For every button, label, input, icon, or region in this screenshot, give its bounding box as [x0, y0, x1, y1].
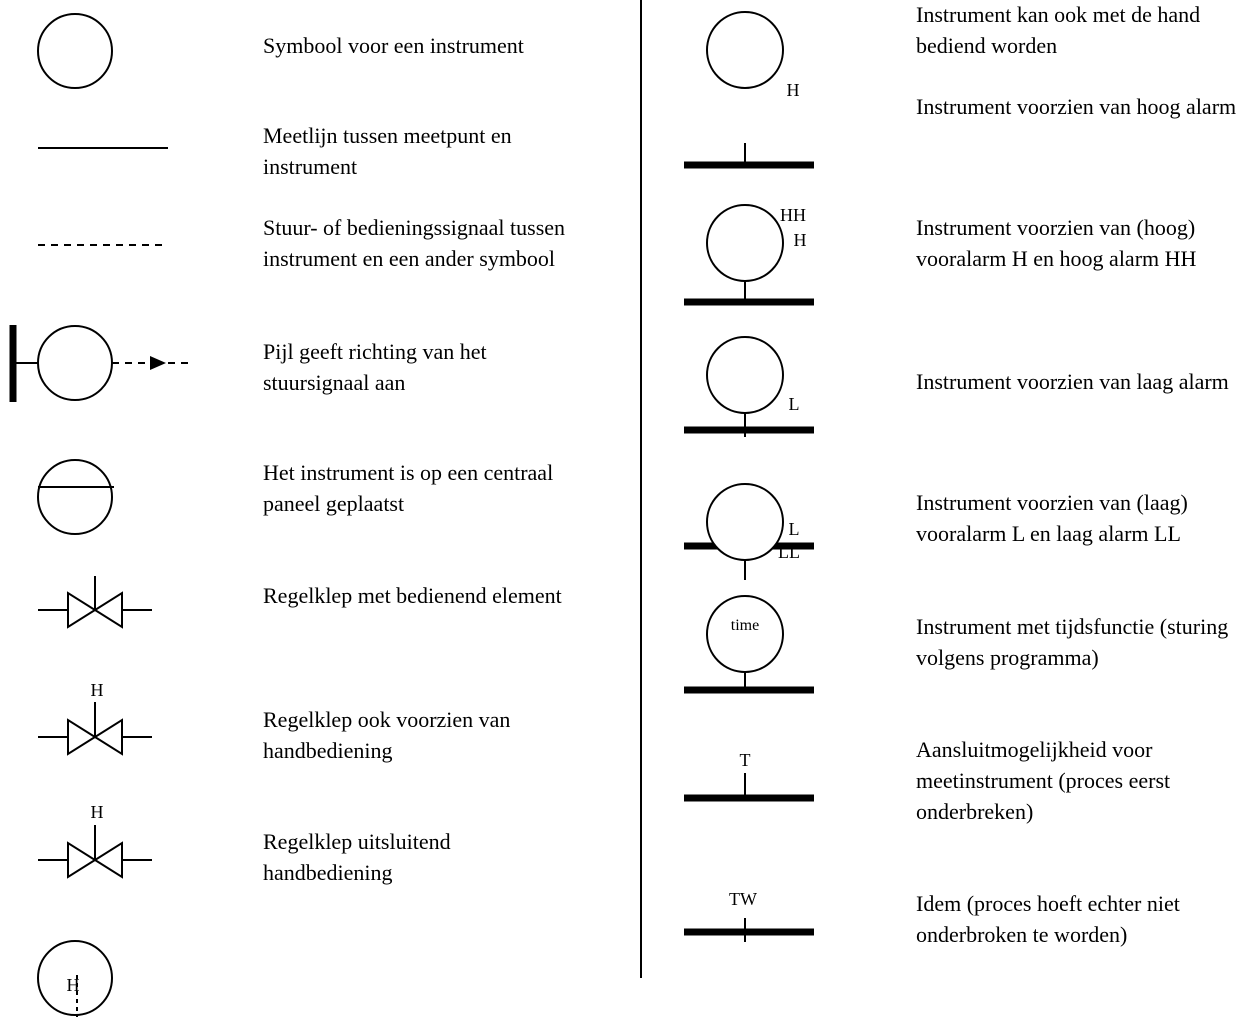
- description-low-alarm: Instrument voorzien van laag alarm: [916, 369, 1229, 394]
- description-time-function: Instrument met tijdsfunctie (sturing vol…: [916, 614, 1229, 670]
- control-valve-manual-only-symbol: H: [38, 802, 152, 879]
- description-high-alarm: Instrument voorzien van hoog alarm: [916, 94, 1237, 119]
- hand-instrument-label: H: [67, 975, 80, 995]
- description-panel-mounted: Het instrument is op een centraal paneel…: [263, 460, 554, 516]
- control-valve-manual-symbol: H: [38, 680, 152, 756]
- instrument-time-function-symbol: time: [684, 595, 814, 694]
- test-well-connection-symbol: TW: [684, 889, 814, 942]
- panel-mounted-instrument-symbol: [37, 459, 114, 535]
- instrument-high-alarm-symbol: [684, 143, 814, 169]
- description-measurement-line: Meetlijn tussen meetpunt en instrument: [263, 123, 512, 179]
- instrument-high-high-alarm-symbol: HH H: [684, 204, 814, 306]
- description-test-connection: Aansluitmogelijkheid voor meetinstrument…: [916, 737, 1171, 824]
- description-low-low-alarm: Instrument voorzien van (laag) vooralarm…: [916, 490, 1188, 546]
- low-prealarm-label: L: [789, 519, 800, 539]
- description-control-signal: Stuur- of bedieningssignaal tussen instr…: [263, 215, 566, 271]
- signal-direction-arrow-symbol: [9, 325, 194, 402]
- instrument-low-alarm-symbol: L: [684, 336, 814, 437]
- description-test-well-connection: Idem (proces hoeft echter niet onderbrok…: [916, 891, 1180, 947]
- time-function-label: time: [731, 617, 759, 634]
- valve-manual-only-label: H: [91, 802, 104, 822]
- instrument-circle-symbol: [37, 13, 113, 89]
- description-control-valve-actuator: Regelklep met bedienend element: [263, 583, 562, 608]
- description-instrument-circle: Symbool voor een instrument: [263, 33, 524, 58]
- valve-manual-label: H: [91, 680, 104, 700]
- description-control-valve-manual-only: Regelklep uitsluitend handbediening: [263, 829, 451, 885]
- description-instrument-hand-operated: Instrument kan ook met de hand bediend w…: [916, 2, 1201, 58]
- instrument-hand-operated-symbol: H: [706, 11, 800, 100]
- test-well-label: TW: [729, 889, 757, 909]
- low-low-alarm-label: LL: [778, 542, 800, 562]
- hand-operated-label: H: [787, 80, 800, 100]
- test-connection-symbol: T: [684, 750, 814, 802]
- description-signal-direction: Pijl geeft richting van het stuursignaal…: [263, 339, 487, 395]
- hand-operated-instrument-symbol: H: [37, 940, 113, 1017]
- control-valve-actuator-symbol: [38, 576, 152, 629]
- high-prealarm-label: H: [794, 230, 807, 250]
- description-control-valve-manual: Regelklep ook voorzien van handbediening: [263, 707, 511, 763]
- high-high-alarm-label: HH: [780, 205, 806, 225]
- low-alarm-label: L: [789, 394, 800, 414]
- instrument-low-low-alarm-symbol: L LL: [684, 483, 814, 580]
- test-connection-label: T: [740, 750, 751, 770]
- description-high-high-alarm: Instrument voorzien van (hoog) vooralarm…: [916, 215, 1197, 271]
